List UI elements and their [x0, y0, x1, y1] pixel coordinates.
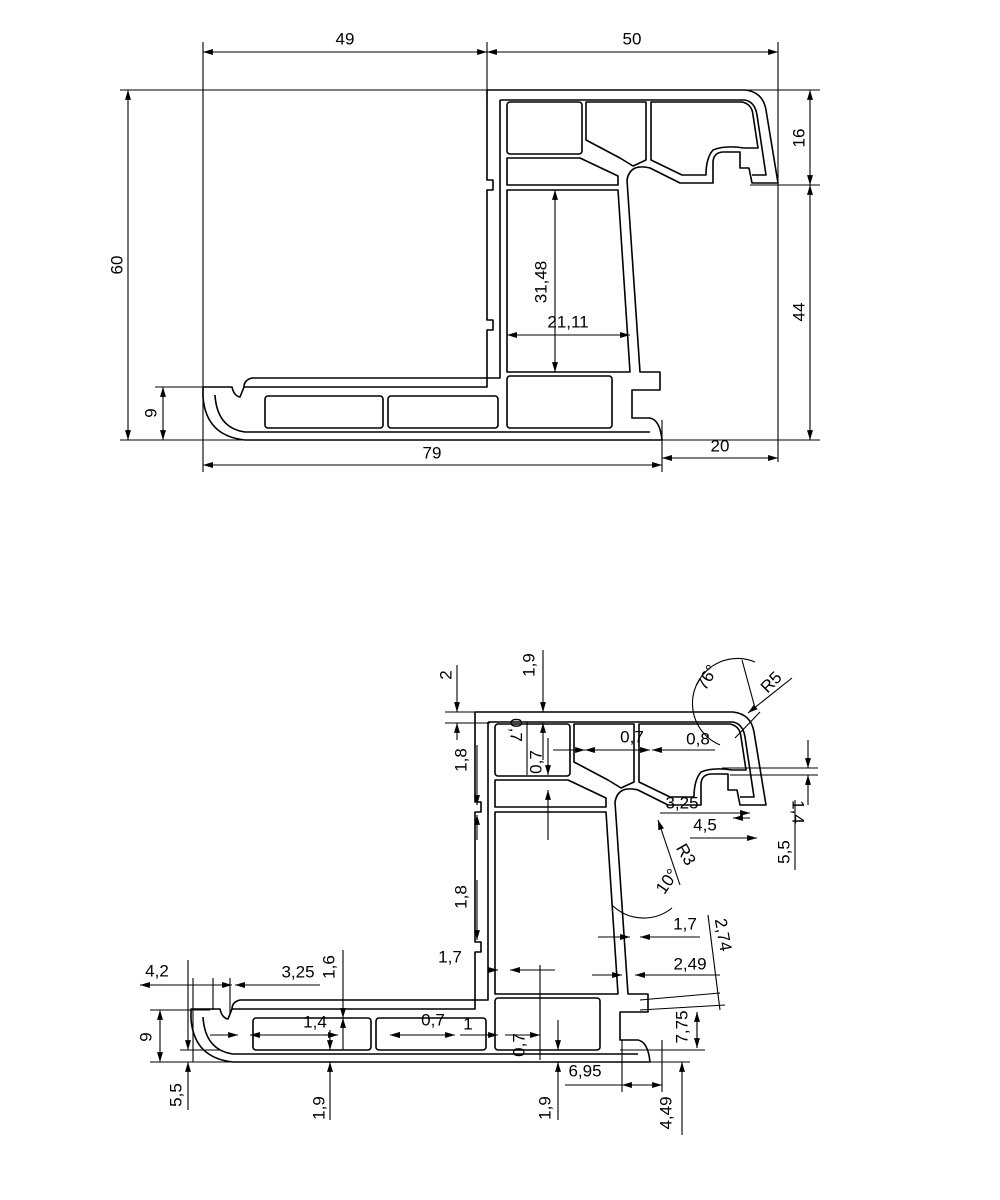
dim-label: 3,25 [281, 962, 314, 981]
dim-label: 0,8 [686, 729, 710, 748]
dim-label: 0,7 [509, 1033, 528, 1057]
detail-view: 2 1,9 0,7 0,7 1,8 1,8 0,7 0,8 76° R5 3,2… [136, 650, 818, 1135]
dim-label: 4,5 [693, 815, 717, 834]
dim-label: 1,4 [303, 1012, 327, 1031]
dim-label: 21,11 [547, 312, 588, 331]
dim-label: 0,7 [620, 727, 644, 746]
dim-label: 9 [141, 408, 160, 417]
dim-label: 31,48 [531, 261, 550, 304]
dim-label: 79 [423, 443, 442, 462]
dim-label: 49 [336, 29, 355, 48]
dim-label: 0,7 [526, 750, 545, 774]
dim-label: 20 [711, 436, 730, 455]
dim-label: R3 [672, 840, 699, 868]
dim-label: 0,7 [507, 718, 526, 742]
top-view: 49 50 60 9 79 20 16 44 31,48 21,11 [107, 29, 820, 472]
dim-label: R5 [757, 668, 786, 697]
dim-label: 1,7 [438, 947, 462, 966]
dim-label: 44 [789, 303, 808, 322]
detail-dim-lines [140, 650, 818, 1135]
dim-label: 2 [436, 670, 455, 679]
dim-label: 1,9 [519, 653, 538, 677]
dim-label: 1,6 [319, 955, 338, 979]
profile-outline-detail [190, 711, 767, 1063]
dim-label: 1,9 [309, 1096, 328, 1120]
dim-label: 1 [463, 1014, 472, 1033]
dim-label: 1,8 [451, 748, 470, 772]
dim-label: 60 [107, 256, 126, 275]
dim-label: 7,75 [672, 1010, 691, 1043]
dim-label: 50 [623, 29, 642, 48]
dim-label: 4,2 [145, 961, 169, 980]
dim-label: 2,74 [711, 917, 735, 953]
dim-label: 1,7 [673, 914, 697, 933]
dim-label: 1,4 [789, 800, 808, 824]
dim-label: 5,5 [774, 840, 793, 864]
dim-label: 2,49 [673, 954, 706, 973]
dim-label: 6,95 [568, 1061, 601, 1080]
dim-label: 10° [652, 865, 682, 897]
dim-label: 9 [136, 1032, 155, 1041]
dim-label: 1,9 [535, 1096, 554, 1120]
dim-label: 16 [789, 129, 808, 148]
dim-label: 0,7 [421, 1010, 445, 1029]
profile-outline-top [202, 89, 779, 441]
dim-label: 5,5 [166, 1083, 185, 1107]
dim-label: 4,49 [656, 1096, 675, 1129]
dim-label: 76° [692, 662, 721, 694]
dim-label: 3,25 [665, 793, 698, 812]
dim-label: 1,8 [451, 885, 470, 909]
